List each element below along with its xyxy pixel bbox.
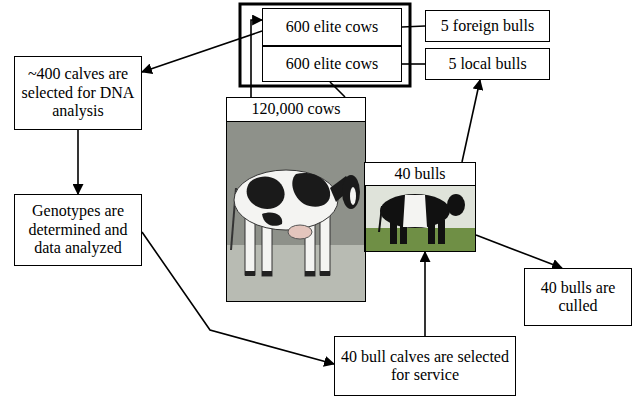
connector-line (402, 63, 425, 65)
group-frame (240, 4, 410, 86)
cow-hoof (245, 271, 255, 276)
cow-hoof (305, 271, 315, 276)
connector-arrow (142, 232, 334, 364)
bull-photo (364, 184, 476, 252)
process-box: ~400 calves are selected for DNA analysi… (14, 56, 142, 130)
bull-belt (403, 195, 427, 227)
photo-grass (364, 228, 476, 252)
connector-arrow (476, 235, 562, 268)
connector-arrow (142, 31, 262, 72)
cow-leg (320, 215, 330, 275)
box-label: 40 bulls are culled (529, 279, 627, 316)
connector-arrow (424, 252, 426, 336)
box-label: 600 elite cows (267, 18, 397, 36)
bull-head (447, 194, 465, 216)
process-box: 40 bulls are culled (524, 268, 632, 326)
photo-box: 40 bulls (364, 162, 476, 252)
source-box: 5 foreign bulls (425, 10, 550, 42)
cow-patch (292, 173, 330, 207)
cow-hoof (320, 271, 330, 276)
cow-photo (226, 121, 366, 302)
box-label: 5 local bulls (430, 55, 545, 73)
cow-blaze (350, 187, 356, 205)
cow-head (342, 175, 360, 209)
group-box: 600 elite cows (262, 8, 402, 46)
bull-leg (438, 220, 445, 244)
connector-arrow (251, 20, 262, 97)
source-box: 5 local bulls (425, 48, 550, 80)
connector-arrow (462, 80, 480, 162)
connector-line (402, 26, 425, 27)
box-label: ~400 calves are selected for DNA analysi… (19, 65, 137, 120)
photo-label: 120,000 cows (227, 98, 365, 122)
box-label: 600 elite cows (267, 55, 397, 73)
cow-patch (247, 176, 285, 209)
cow-udder (288, 225, 312, 239)
cow-hoof (262, 271, 272, 276)
box-label: 5 foreign bulls (430, 17, 545, 35)
cow-body (234, 170, 338, 230)
connector-line (330, 82, 345, 97)
cow-patch (262, 212, 282, 225)
cow-leg (245, 215, 255, 275)
photo-background (226, 121, 366, 302)
group-box: 600 elite cows (262, 46, 402, 82)
connector-arrow (77, 130, 79, 194)
bull-body (380, 194, 450, 228)
photo-label: 40 bulls (365, 163, 475, 186)
photo-box: 120,000 cows (226, 97, 366, 302)
box-label: 40 bull calves are selected for service (339, 348, 511, 385)
process-box: Genotypes are determined and data analyz… (14, 194, 142, 266)
photo-background (364, 184, 476, 252)
process-box: 40 bull calves are selected for service (334, 336, 516, 396)
box-label: Genotypes are determined and data analyz… (19, 202, 137, 257)
